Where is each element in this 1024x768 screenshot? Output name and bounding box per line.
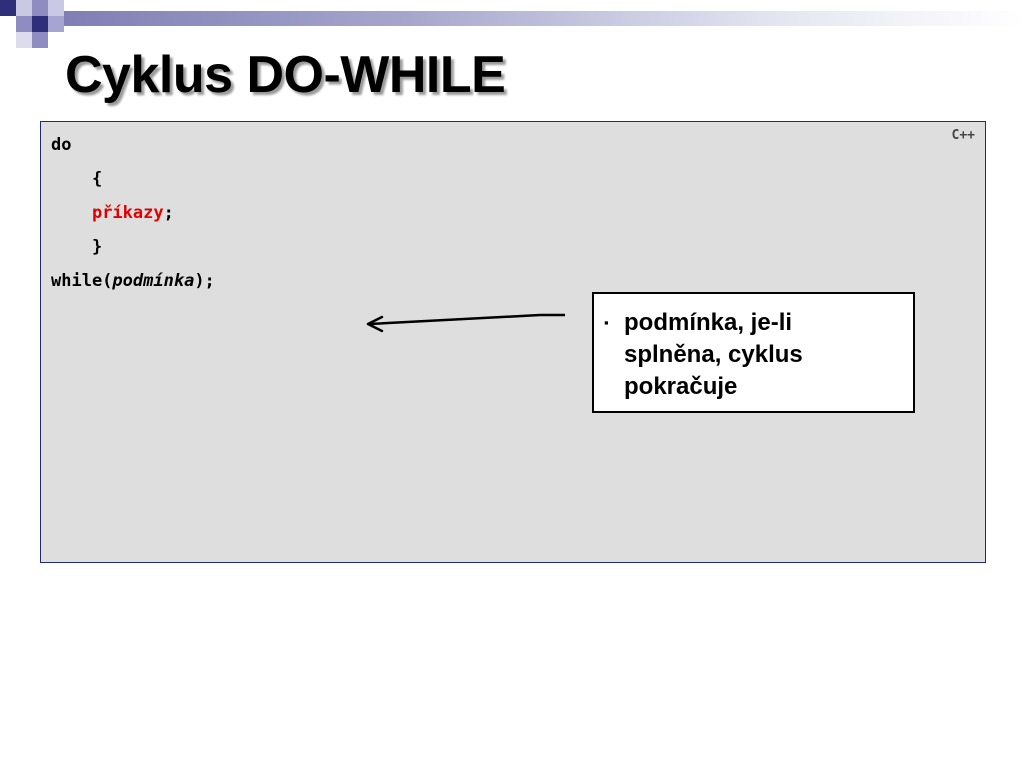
statements-placeholder: příkazy: [91, 203, 164, 223]
language-tag: C++: [951, 128, 975, 143]
statement-semicolon: ;: [163, 203, 174, 223]
deco-square: [32, 0, 48, 16]
code-line-close-brace: }: [51, 230, 215, 264]
pointer-arrow-icon: [366, 313, 565, 333]
callout-text-line: podmínka, je-li: [624, 309, 793, 336]
deco-square: [16, 32, 32, 48]
close-brace: }: [91, 237, 103, 257]
callout-item: ▪ podmínka, je-li splněna, cyklus pokrač…: [604, 307, 897, 403]
deco-square: [16, 0, 32, 16]
code-line-open-brace: {: [51, 162, 215, 196]
open-brace: {: [91, 169, 103, 189]
condition-callout: ▪ podmínka, je-li splněna, cyklus pokrač…: [592, 292, 915, 413]
square-bullet-icon: ▪: [604, 315, 609, 330]
deco-square: [48, 0, 64, 16]
deco-square: [48, 16, 64, 32]
while-keyword: while(: [51, 271, 113, 291]
deco-square: [16, 16, 32, 32]
condition-placeholder: podmínka: [112, 271, 195, 291]
deco-square: [0, 0, 16, 16]
header-decoration: [0, 0, 1024, 60]
deco-square: [32, 32, 48, 48]
code-line-statements: příkazy;: [51, 196, 215, 230]
while-end: );: [194, 271, 215, 291]
code-line-while: while(podmínka);: [51, 264, 215, 298]
callout-text-line: splněna, cyklus: [624, 341, 803, 368]
slide-title: Cyklus DO-WHILE: [65, 46, 506, 104]
code-line-do: do: [51, 135, 72, 155]
code-block: do { příkazy; } while(podmínka);: [51, 128, 215, 298]
callout-text-line: pokračuje: [624, 373, 738, 400]
callout-text: podmínka, je-li splněna, cyklus pokračuj…: [624, 307, 803, 403]
header-band: [64, 11, 1024, 26]
deco-square: [32, 16, 48, 32]
